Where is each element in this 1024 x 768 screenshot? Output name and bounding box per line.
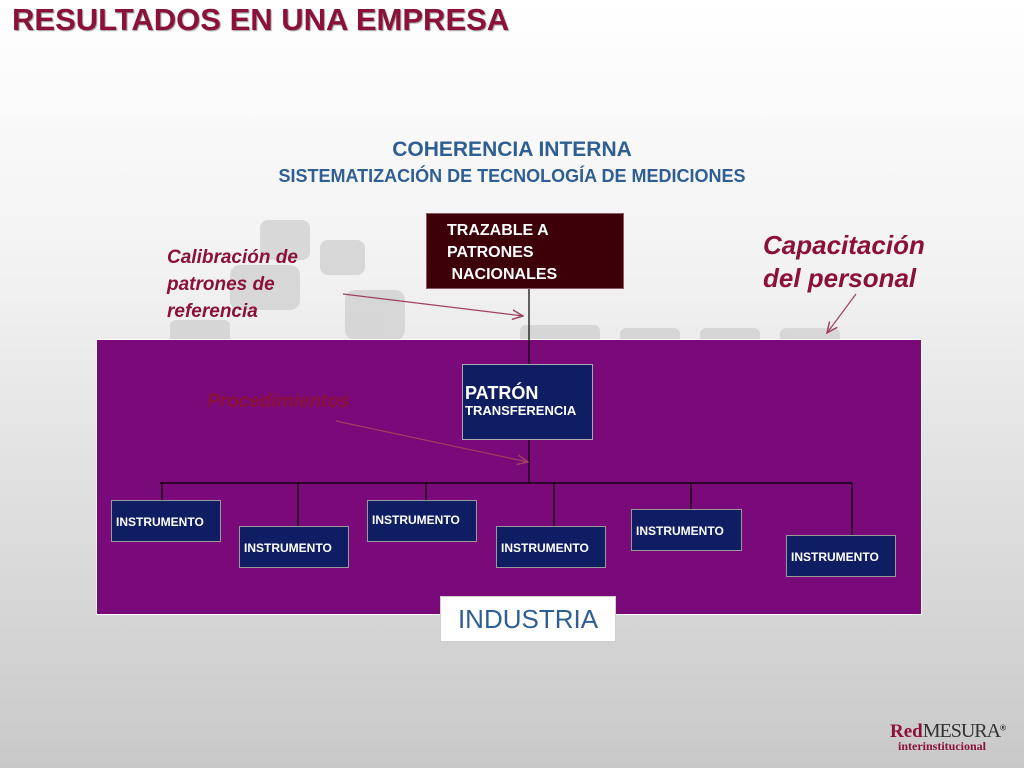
instrument-box-5: INSTRUMENTO <box>631 509 742 551</box>
trazable-line-3: NACIONALES <box>447 266 558 283</box>
annotation-calibracion: Calibración de patrones de referencia <box>167 244 298 325</box>
patron-title: PATRÓN <box>465 383 539 403</box>
arrow-capacitacion <box>827 293 857 333</box>
trazable-box: TRAZABLE A PATRONES NACIONALES <box>426 213 624 289</box>
logo-interinstitucional-text: interinstitucional <box>898 739 987 753</box>
annotation-capacitacion-line-2: del personal <box>763 263 917 293</box>
instrument-box-4: INSTRUMENTO <box>496 526 606 568</box>
industry-label: INDUSTRIA <box>440 596 616 642</box>
instrument-box-2: INSTRUMENTO <box>239 526 349 568</box>
annotation-calibracion-line-2: patrones de <box>167 274 275 295</box>
logo-registered-mark: ® <box>1000 723 1006 733</box>
trazable-line-1: TRAZABLE A <box>447 222 549 239</box>
logo-red-text: Red <box>890 721 923 742</box>
arrow-procedimientos <box>335 420 528 462</box>
arrow-calibracion <box>342 293 523 316</box>
trazable-line-2: PATRONES <box>447 244 534 261</box>
page-title: RESULTADOS EN UNA EMPRESA <box>12 2 510 37</box>
annotation-calibracion-line-1: Calibración de <box>167 247 298 268</box>
instrument-box-1: INSTRUMENTO <box>111 500 221 542</box>
annotation-calibracion-line-3: referencia <box>167 301 258 322</box>
logo-mesura-text: MESURA <box>922 720 1001 742</box>
instrument-box-3: INSTRUMENTO <box>367 500 477 542</box>
subtitle-sistematizacion: SISTEMATIZACIÓN DE TECNOLOGÍA DE MEDICIO… <box>278 166 746 186</box>
annotation-procedimientos: Procedimientos <box>207 391 350 412</box>
patron-box: PATRÓN TRANSFERENCIA <box>462 364 593 440</box>
annotation-capacitacion: Capacitación del personal <box>763 229 925 295</box>
subtitle-coherencia: COHERENCIA INTERNA <box>392 138 632 161</box>
patron-subtitle: TRANSFERENCIA <box>465 403 577 418</box>
redmesura-logo: RedMESURA® interinstitucional <box>890 720 1014 756</box>
annotation-capacitacion-line-1: Capacitación <box>763 230 925 260</box>
instrument-box-6: INSTRUMENTO <box>786 535 896 577</box>
